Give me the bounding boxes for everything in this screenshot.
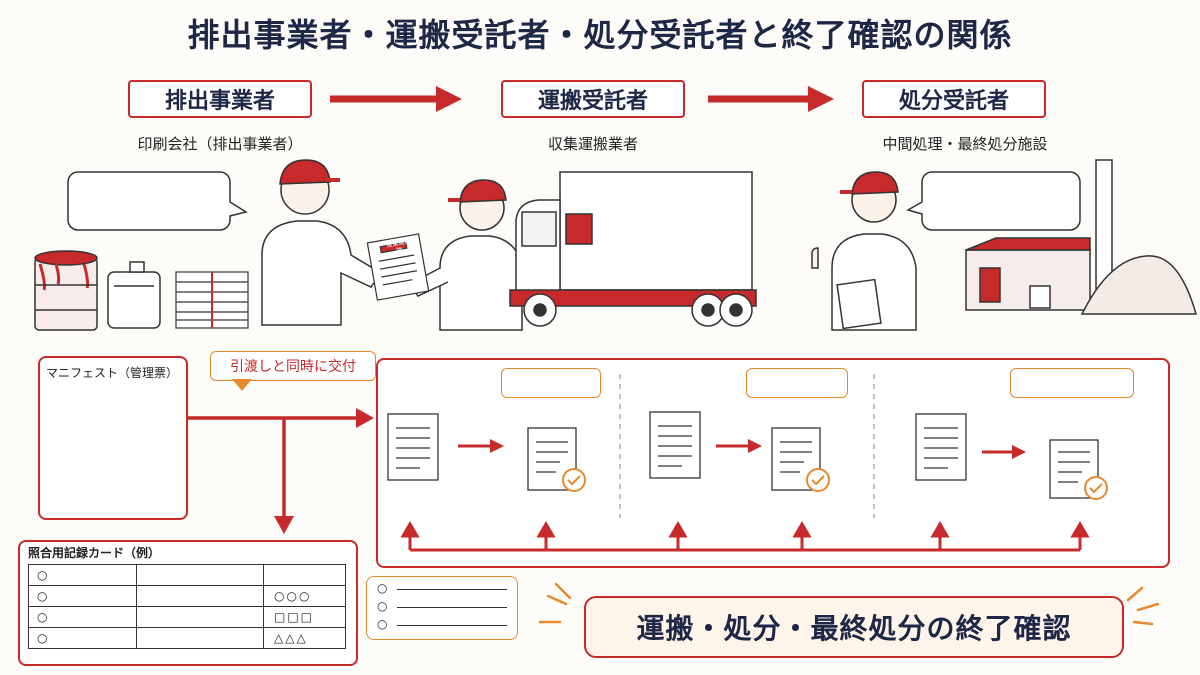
table-cell: ○ — [28, 585, 137, 607]
note-list-box: ○ ○ ○ — [366, 576, 518, 640]
status-chip-3 — [1010, 368, 1134, 398]
record-card-table: ○ ○ ○○○ ○ □□□ ○ △△△ — [28, 564, 346, 649]
table-cell — [136, 627, 264, 649]
table-cell — [136, 606, 264, 628]
table-cell: ○ — [28, 606, 137, 628]
drum-icon — [34, 250, 98, 331]
status-chip-2 — [746, 368, 848, 398]
table-cell: ○○○ — [263, 585, 346, 607]
list-item: ○ — [377, 581, 388, 595]
role-discharger-sublabel: 印刷会社（排出事業者） — [137, 135, 303, 153]
speech-bubble-right — [906, 171, 1081, 231]
sparkle-marks — [538, 582, 1160, 626]
transporter-worker-icon — [408, 179, 523, 331]
handover-document-icon — [366, 233, 430, 301]
flow-arrow-2 — [708, 86, 834, 112]
record-card-label: 照合用記録カード（例） — [28, 546, 161, 560]
table-row: ○ — [28, 564, 346, 586]
role-disposer: 処分受託者 — [862, 80, 1046, 118]
role-disposer-sublabel: 中間処理・最終処分施設 — [882, 135, 1048, 153]
handover-callout: 引渡しと同時に交付 — [210, 351, 376, 381]
note-list-marks: ○ ○ ○ — [377, 579, 387, 633]
table-cell: □□□ — [263, 606, 346, 628]
table-cell — [136, 564, 264, 586]
role-transporter-sublabel: 収集運搬業者 — [547, 135, 638, 153]
canister-icon — [107, 261, 161, 329]
doc-pair-3 — [915, 413, 1108, 500]
table-row: ○ △△△ — [28, 627, 346, 649]
discharger-worker-icon — [261, 159, 383, 326]
facility-icon — [965, 159, 1197, 315]
table-cell — [136, 585, 264, 607]
doc-arrows — [458, 439, 1026, 459]
flow-arrow-1 — [330, 86, 462, 112]
table-cell: △△△ — [263, 627, 346, 649]
doc-pair-2 — [649, 411, 830, 492]
callout-tail — [232, 379, 252, 391]
disposer-worker-icon — [811, 171, 917, 331]
table-row: ○ ○○○ — [28, 585, 346, 607]
table-cell — [263, 564, 346, 586]
table-cell: ○ — [28, 627, 137, 649]
list-item: ○ — [377, 617, 388, 631]
truck-icon — [509, 171, 757, 327]
role-discharger: 排出事業者 — [128, 80, 312, 118]
page-title: 排出事業者・運搬受託者・処分受託者と終了確認の関係 — [187, 16, 1013, 54]
manifest-flow-arrows — [188, 408, 374, 534]
conclusion-banner: 運搬・処分・最終処分の終了確認 — [584, 596, 1124, 658]
paper-stack-icon — [175, 271, 249, 329]
manifest-panel — [38, 356, 188, 520]
status-chip-1 — [501, 368, 601, 398]
role-transporter: 運搬受託者 — [501, 80, 685, 118]
doc-pair-1 — [387, 413, 586, 492]
return-arrow-line — [400, 521, 1090, 552]
manifest-label: マニフェスト（管理票） — [46, 366, 179, 380]
table-row: ○ □□□ — [28, 606, 346, 628]
table-cell: ○ — [28, 564, 137, 586]
speech-bubble-left — [67, 171, 248, 231]
list-item: ○ — [377, 599, 388, 613]
